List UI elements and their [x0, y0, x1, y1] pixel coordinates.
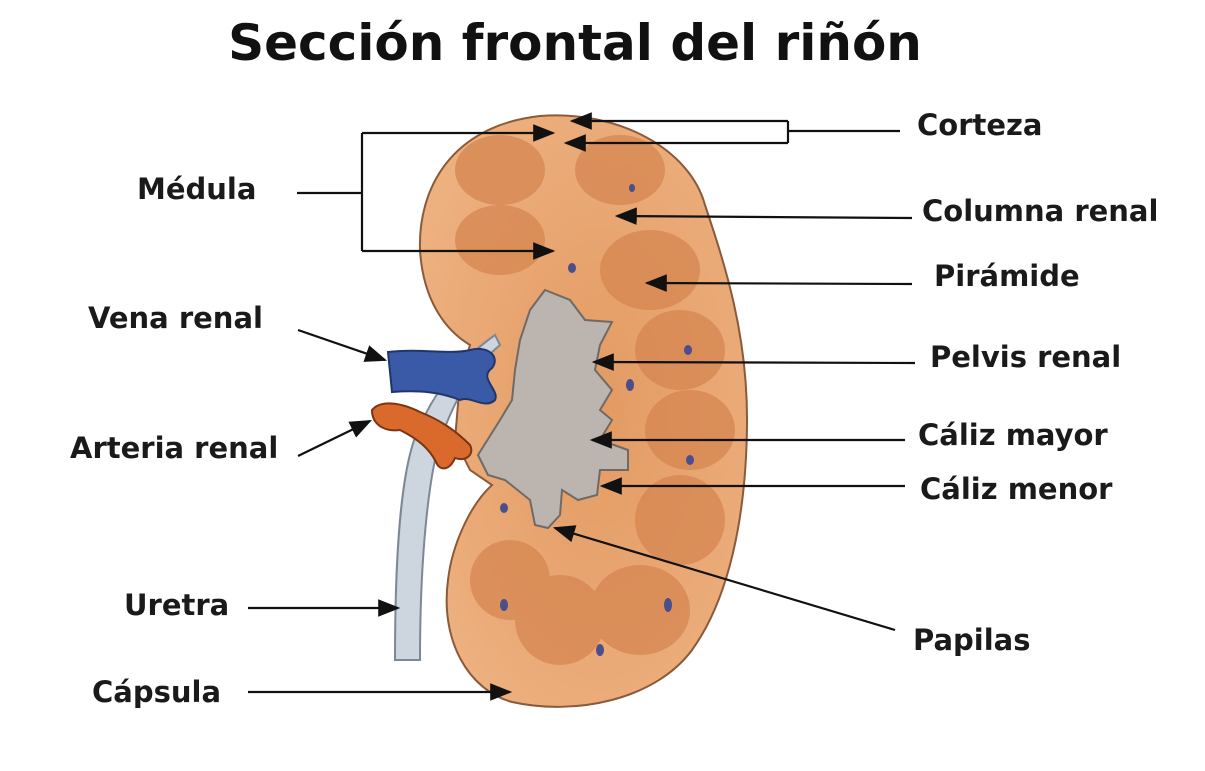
label-piramide: Pirámide: [934, 259, 1080, 293]
label-papilas: Papilas: [913, 623, 1031, 657]
label-medula: Médula: [137, 172, 257, 206]
leader-lines: [248, 112, 916, 701]
arrow-papilas: [552, 525, 896, 632]
label-capsula: Cápsula: [92, 675, 222, 709]
renal-pyramids: [455, 135, 735, 665]
arrow-piramide: [644, 274, 913, 292]
label-caliz-mayor: Cáliz mayor: [918, 418, 1108, 452]
interlobar-vessels: [500, 184, 694, 656]
diagram-title: Sección frontal del riñón: [228, 14, 922, 72]
arrow-arteria-renal: [297, 420, 372, 457]
arrow-pelvis-renal: [591, 353, 916, 371]
label-arteria-renal: Arteria renal: [70, 431, 279, 465]
label-uretra: Uretra: [124, 588, 230, 622]
label-columna-renal: Columna renal: [922, 194, 1159, 228]
label-pelvis-renal: Pelvis renal: [930, 340, 1122, 374]
label-corteza: Corteza: [917, 108, 1043, 142]
arrow-vena-renal: [297, 328, 388, 362]
arrow-columna-renal: [614, 207, 913, 225]
label-vena-renal: Vena renal: [88, 301, 263, 335]
renal-artery: [370, 402, 473, 470]
renal-vein: [386, 347, 497, 405]
label-caliz-menor: Cáliz menor: [920, 472, 1113, 506]
